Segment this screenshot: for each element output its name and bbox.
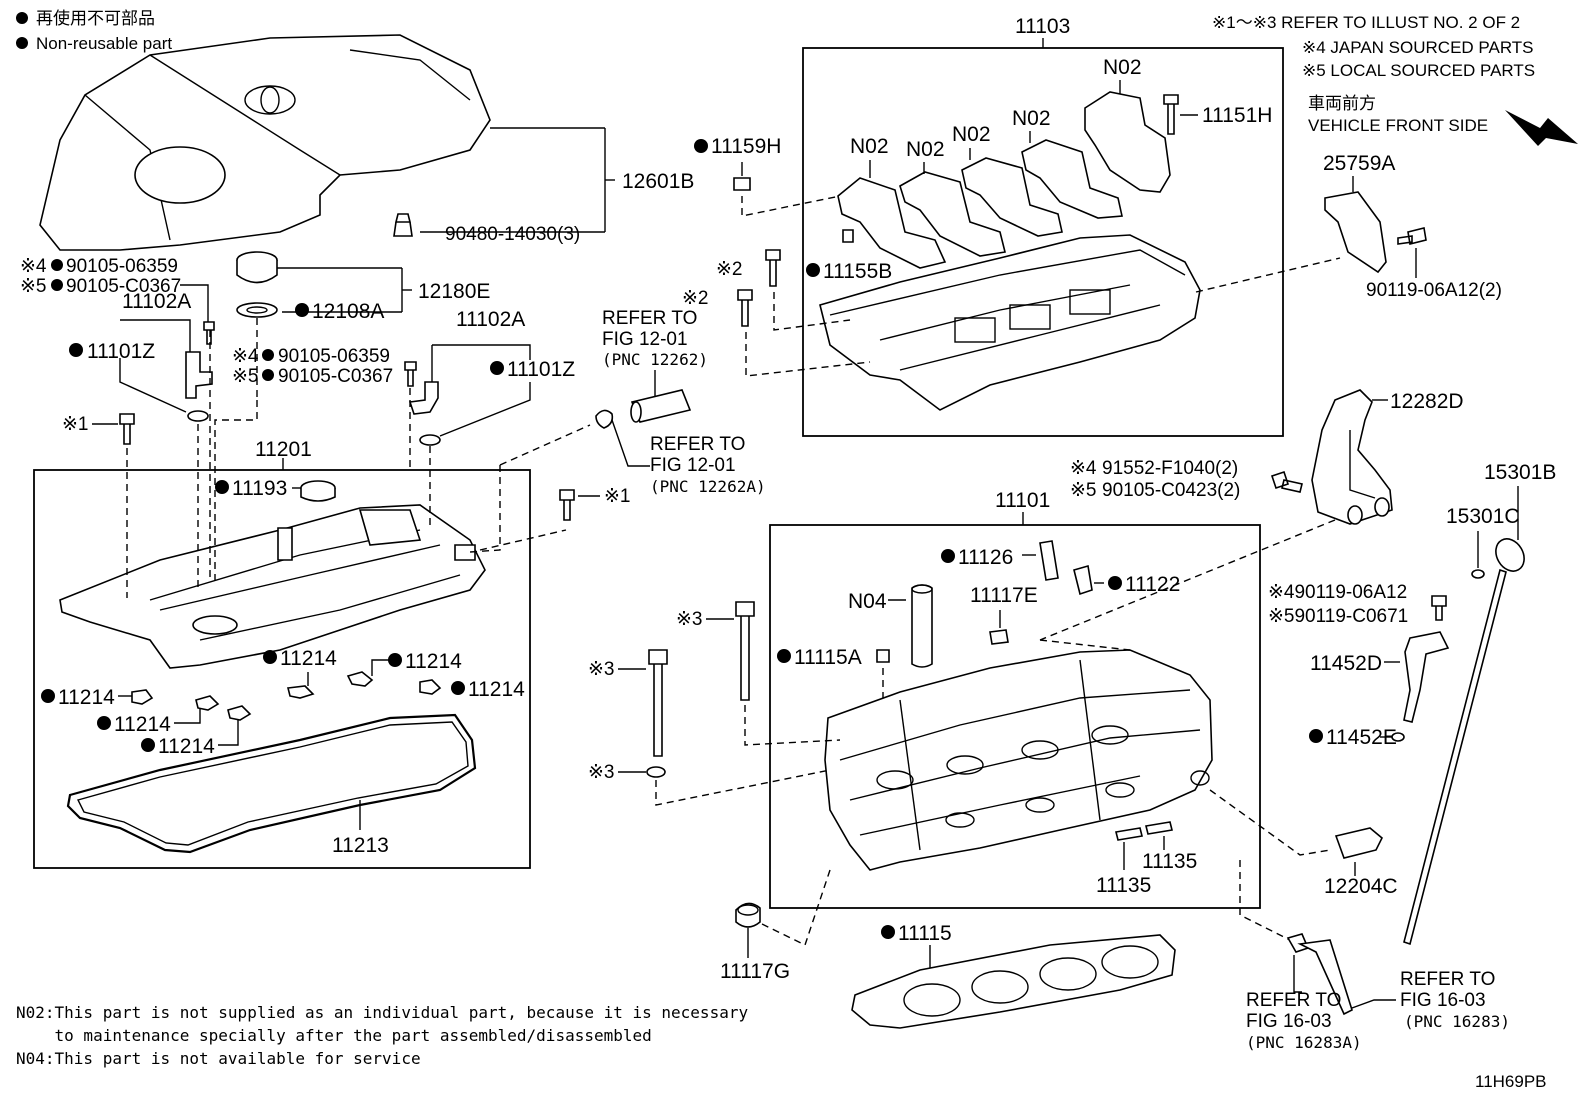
label-11101: 11101	[995, 489, 1050, 512]
label-11214-a: 11214	[280, 647, 337, 670]
label-11201: 11201	[255, 438, 312, 461]
label-11101Z-a: 11101Z	[87, 340, 155, 363]
label-11115: 11115	[898, 922, 952, 945]
engine-cover	[39, 34, 491, 251]
label-12108A: 12108A	[312, 300, 384, 323]
label-11214-d: 11214	[58, 686, 115, 709]
label-11117E: 11117E	[970, 584, 1038, 607]
label-N02-a: N02	[850, 135, 889, 158]
label-11122: 11122	[1125, 573, 1180, 596]
label-15301B: 15301B	[1484, 461, 1556, 484]
label-11103: 11103	[1015, 15, 1070, 38]
note-line-1: ※1～※3 REFER TO ILLUST NO. 2 OF 2	[1212, 13, 1520, 32]
mark-5a: ※5	[20, 276, 47, 297]
vehicle-front-en: VEHICLE FRONT SIDE	[1308, 116, 1488, 135]
label-90119-06A12-2: 90119-06A12(2)	[1366, 280, 1502, 301]
mark-2a: ※2	[716, 259, 743, 280]
refer-12262A-line1: REFER TO	[650, 434, 745, 455]
label-12204C: 12204C	[1324, 875, 1398, 898]
label-15301C: 15301C	[1446, 505, 1520, 528]
mark-4b: ※4	[232, 346, 259, 367]
mark-3a: ※3	[676, 609, 703, 630]
refer-12262-line2: FIG 12-01	[602, 329, 688, 350]
mark-2b: ※2	[682, 288, 709, 309]
mark-3b: ※3	[588, 659, 615, 680]
label-12282D: 12282D	[1390, 390, 1464, 413]
refer-16283-line1: REFER TO	[1400, 969, 1495, 990]
legend-dot-icon	[16, 12, 28, 24]
mark-5b: ※5	[232, 366, 259, 387]
label-11115A: 11115A	[794, 646, 862, 669]
label-90105-C0423: 90105-C0423(2)	[1102, 480, 1240, 501]
label-90105-06359-a: 90105-06359	[66, 256, 178, 277]
mark-4c: ※4	[1070, 458, 1097, 479]
label-11151H: 11151H	[1202, 104, 1272, 127]
label-11155B: 11155B	[823, 260, 892, 283]
label-90480-14030: 90480-14030(3)	[445, 224, 580, 245]
legend-jp: 再使用不可部品	[36, 8, 155, 28]
label-11135-b: 11135	[1096, 874, 1151, 897]
label-11126: 11126	[958, 546, 1013, 569]
footnote-n02-line1: N02:This part is not supplied as an indi…	[16, 1003, 748, 1022]
label-90105-06359-b: 90105-06359	[278, 346, 390, 367]
label-11102A-a: 11102A	[122, 290, 191, 313]
figure-code: 11H69PB	[1475, 1072, 1547, 1091]
label-N02-d: N02	[1012, 107, 1051, 130]
label-N02-c: N02	[952, 123, 991, 146]
refer-16283A-line1: REFER TO	[1246, 990, 1341, 1011]
legend: 再使用不可部品 Non-reusable part	[16, 8, 172, 53]
label-11117G: 11117G	[720, 960, 790, 983]
refer-12262A-line3: (PNC 12262A)	[650, 477, 766, 496]
cylinder-head-cover-group	[33, 469, 531, 869]
label-91552-F1040: 91552-F1040(2)	[1102, 458, 1238, 479]
label-11214-f: 11214	[158, 735, 215, 758]
front-arrow-icon	[1505, 110, 1578, 146]
label-11135-a: 11135	[1142, 850, 1197, 873]
mark-3c: ※3	[588, 762, 615, 783]
label-11214-c: 11214	[468, 678, 525, 701]
refer-16283A-line2: FIG 16-03	[1246, 1011, 1332, 1032]
note-line-2: ※4 JAPAN SOURCED PARTS	[1302, 38, 1534, 57]
refer-12262-line1: REFER TO	[602, 308, 697, 329]
label-11452E: 11452E	[1326, 726, 1397, 749]
label-4-90119-06A12: ※490119-06A12	[1268, 582, 1407, 603]
vehicle-front-jp: 車両前方	[1308, 94, 1376, 113]
refer-16283-line2: FIG 16-03	[1400, 990, 1486, 1011]
note-line-3: ※5 LOCAL SOURCED PARTS	[1302, 61, 1535, 80]
label-N02-b: N02	[906, 138, 945, 161]
label-11214-e: 11214	[114, 713, 171, 736]
label-5-90119-C0671: ※590119-C0671	[1268, 606, 1408, 627]
mark-1a: ※1	[62, 414, 89, 435]
label-90105-C0367-a: 90105-C0367	[66, 276, 181, 297]
label-11101Z-b: 11101Z	[507, 358, 575, 381]
refer-12262A-line2: FIG 12-01	[650, 455, 736, 476]
legend-dot-icon	[16, 37, 28, 49]
mark-4a: ※4	[20, 256, 47, 277]
label-11193: 11193	[232, 477, 287, 500]
footnote-n02-line2: to maintenance specially after the part …	[16, 1026, 652, 1045]
label-N02-e: N02	[1103, 56, 1142, 79]
label-11214-b: 11214	[405, 650, 462, 673]
label-11102A-b: 11102A	[456, 308, 525, 331]
label-N04: N04	[848, 590, 887, 613]
mark-5c: ※5	[1070, 480, 1097, 501]
cylinder-head-group	[769, 524, 1261, 909]
label-11452D: 11452D	[1310, 652, 1382, 675]
label-12180E: 12180E	[418, 280, 490, 303]
label-12601B: 12601B	[622, 170, 694, 193]
mark-1b: ※1	[604, 486, 631, 507]
refer-12262-line3: (PNC 12262)	[602, 350, 708, 369]
refer-16283-line3: (PNC 16283)	[1404, 1012, 1510, 1031]
refer-16283A-line3: (PNC 16283A)	[1246, 1033, 1362, 1052]
label-11159H: 11159H	[711, 135, 781, 158]
notes-top-right: ※1～※3 REFER TO ILLUST NO. 2 OF 2 ※4 JAPA…	[1212, 13, 1578, 146]
footnote-n04: N04:This part is not available for servi…	[16, 1049, 421, 1068]
label-11213: 11213	[332, 834, 389, 857]
legend-en: Non-reusable part	[36, 34, 172, 53]
label-90105-C0367-b: 90105-C0367	[278, 366, 393, 387]
brand-logo-icon	[244, 85, 296, 115]
label-25759A: 25759A	[1323, 152, 1395, 175]
